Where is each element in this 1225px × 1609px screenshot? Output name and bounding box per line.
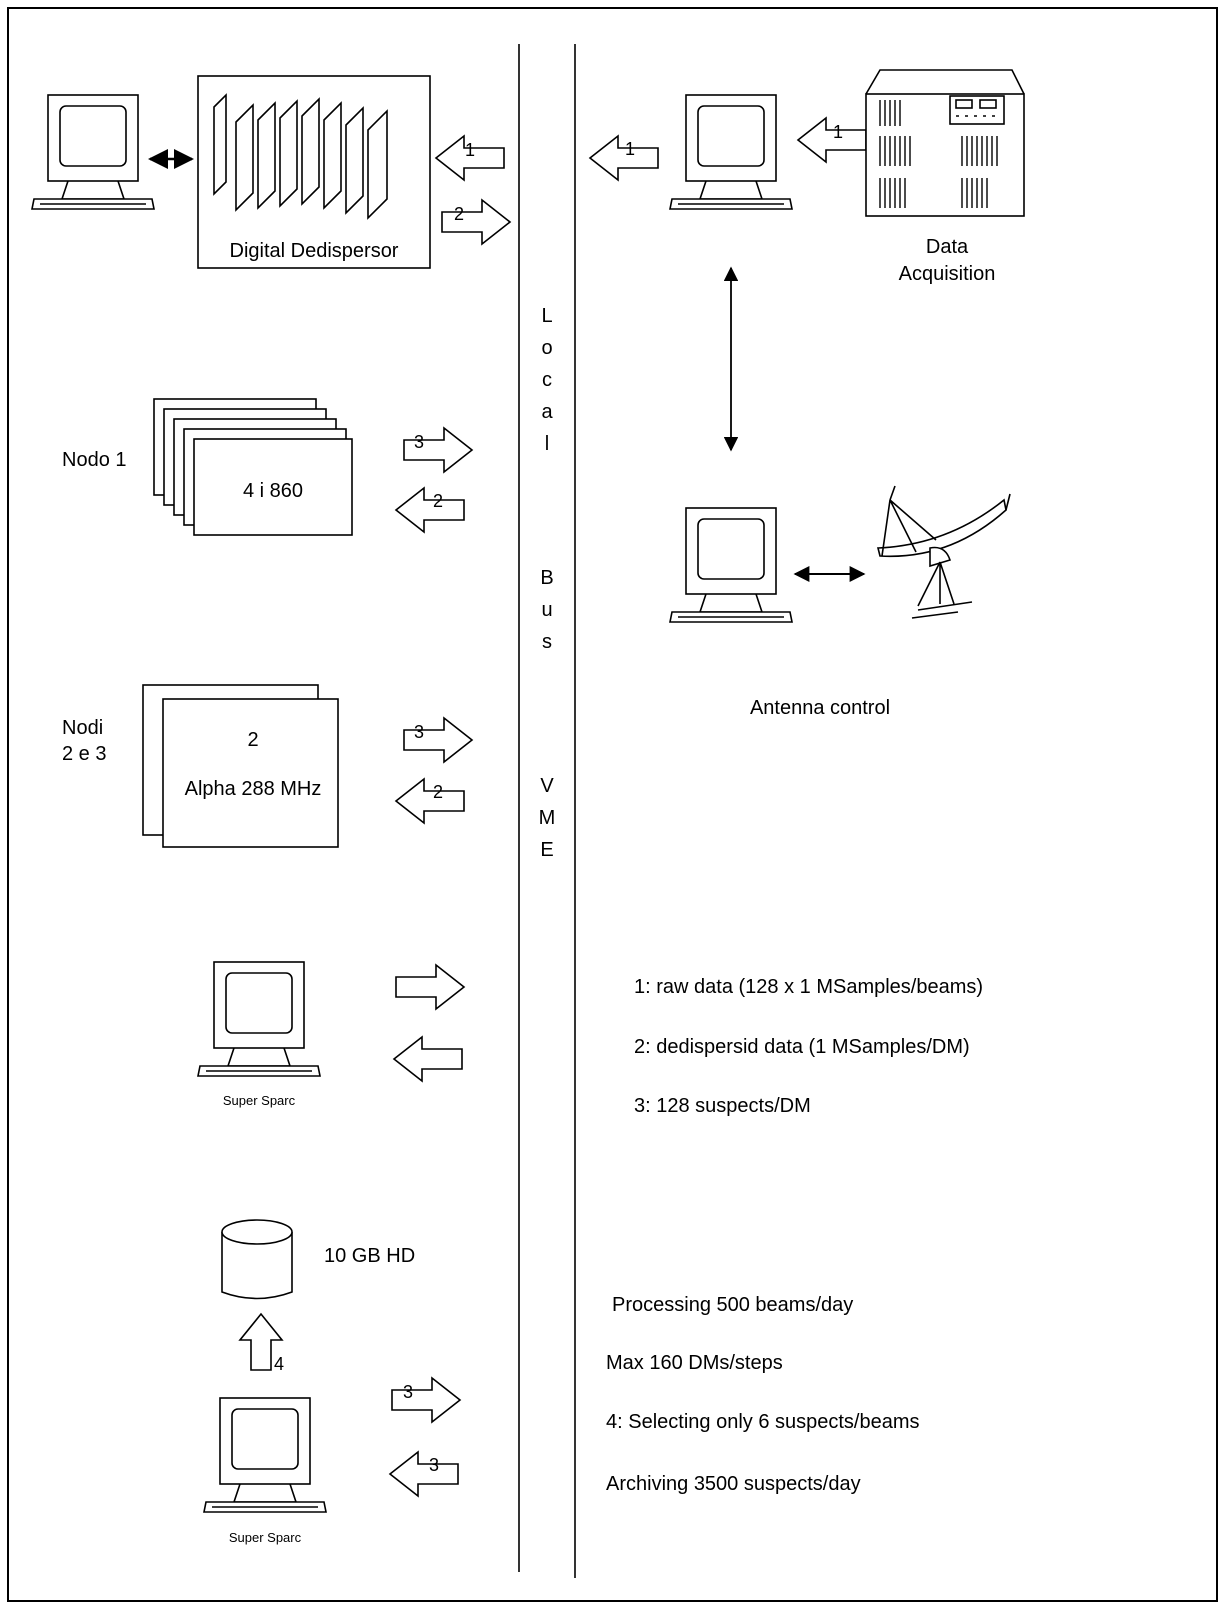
antenna-computer-icon	[669, 507, 793, 623]
bus-label: L o c a l B u s V M E	[539, 305, 556, 861]
arrow-left-icon	[395, 778, 465, 824]
legend-item: 1: raw data (128 x 1 MSamples/beams)	[634, 976, 983, 998]
arrow-number: 4	[274, 1354, 284, 1374]
antenna-control-label: Antenna control	[750, 697, 890, 719]
super-sparc-label: Super Sparc	[229, 1530, 302, 1545]
legend-item: 2: dedispersid data (1 MSamples/DM)	[634, 1036, 970, 1058]
arrow-right-icon	[441, 199, 511, 245]
nodo1-title: Nodo 1	[62, 449, 127, 471]
nodo1-boards-icon	[153, 398, 353, 536]
arrow-right-icon	[395, 964, 465, 1010]
bus-letter: c	[542, 369, 552, 391]
arrow-number: 3	[414, 432, 424, 452]
dedispersor-boards-icon	[213, 93, 388, 220]
note-item: 4: Selecting only 6 suspects/beams	[606, 1411, 920, 1433]
arrow-left-icon	[389, 1451, 459, 1497]
super-sparc-computer-icon	[197, 961, 321, 1077]
note-item: Max 160 DMs/steps	[606, 1352, 783, 1374]
bus-letter: E	[540, 839, 553, 861]
page-frame	[7, 7, 1218, 1602]
disk-label: 10 GB HD	[324, 1245, 415, 1267]
data-acquisition-label-line2: Acquisition	[899, 263, 996, 285]
bus-letter: B	[540, 567, 553, 589]
arrow-number: 1	[465, 140, 475, 160]
dedispersor-box	[197, 75, 431, 269]
arrow-up-icon	[238, 1312, 284, 1371]
nodi23-cpu: Alpha 288 MHz	[185, 778, 322, 800]
legend-item: 3: 128 suspects/DM	[634, 1095, 811, 1117]
arrow-number: 1	[833, 122, 843, 142]
arrow-number: 2	[454, 204, 464, 224]
nodi23-count: 2	[247, 729, 258, 751]
bus-letter: M	[539, 807, 556, 829]
radio-telescope-icon	[876, 485, 1011, 619]
data-acquisition-rack-icon	[865, 69, 1025, 217]
arrow-number: 1	[625, 139, 635, 159]
arrow-number: 3	[429, 1455, 439, 1475]
bus-letter: u	[541, 599, 552, 621]
arrow-number: 2	[433, 491, 443, 511]
hard-disk-icon	[221, 1219, 293, 1300]
bus-letter: L	[541, 305, 552, 327]
host-computer-icon	[31, 94, 155, 210]
arrow-number: 2	[433, 782, 443, 802]
bus-letter: o	[541, 337, 552, 359]
super-sparc-label: Super Sparc	[223, 1093, 296, 1108]
dedispersor-label: Digital Dedispersor	[230, 240, 399, 262]
nodo1-board-label: 4 i 860	[243, 480, 303, 502]
note-item: Processing 500 beams/day	[612, 1294, 853, 1316]
arrow-number: 3	[403, 1382, 413, 1402]
bus-letter: V	[540, 775, 554, 797]
nodi23-title-line1: Nodi	[62, 717, 103, 739]
nodi23-boards-icon	[142, 684, 339, 848]
bus-letter: s	[542, 631, 552, 653]
bus-letter: a	[541, 401, 553, 423]
arrow-number: 3	[414, 722, 424, 742]
note-item: Archiving 3500 suspects/day	[606, 1473, 861, 1495]
super-sparc-computer-icon	[203, 1397, 327, 1513]
acquisition-computer-icon	[669, 94, 793, 210]
bus-letter: l	[545, 433, 549, 455]
arrow-left-icon	[395, 487, 465, 533]
data-acquisition-label-line1: Data	[926, 236, 969, 258]
arrow-left-icon	[393, 1036, 463, 1082]
nodi23-title-line2: 2 e 3	[62, 743, 106, 765]
